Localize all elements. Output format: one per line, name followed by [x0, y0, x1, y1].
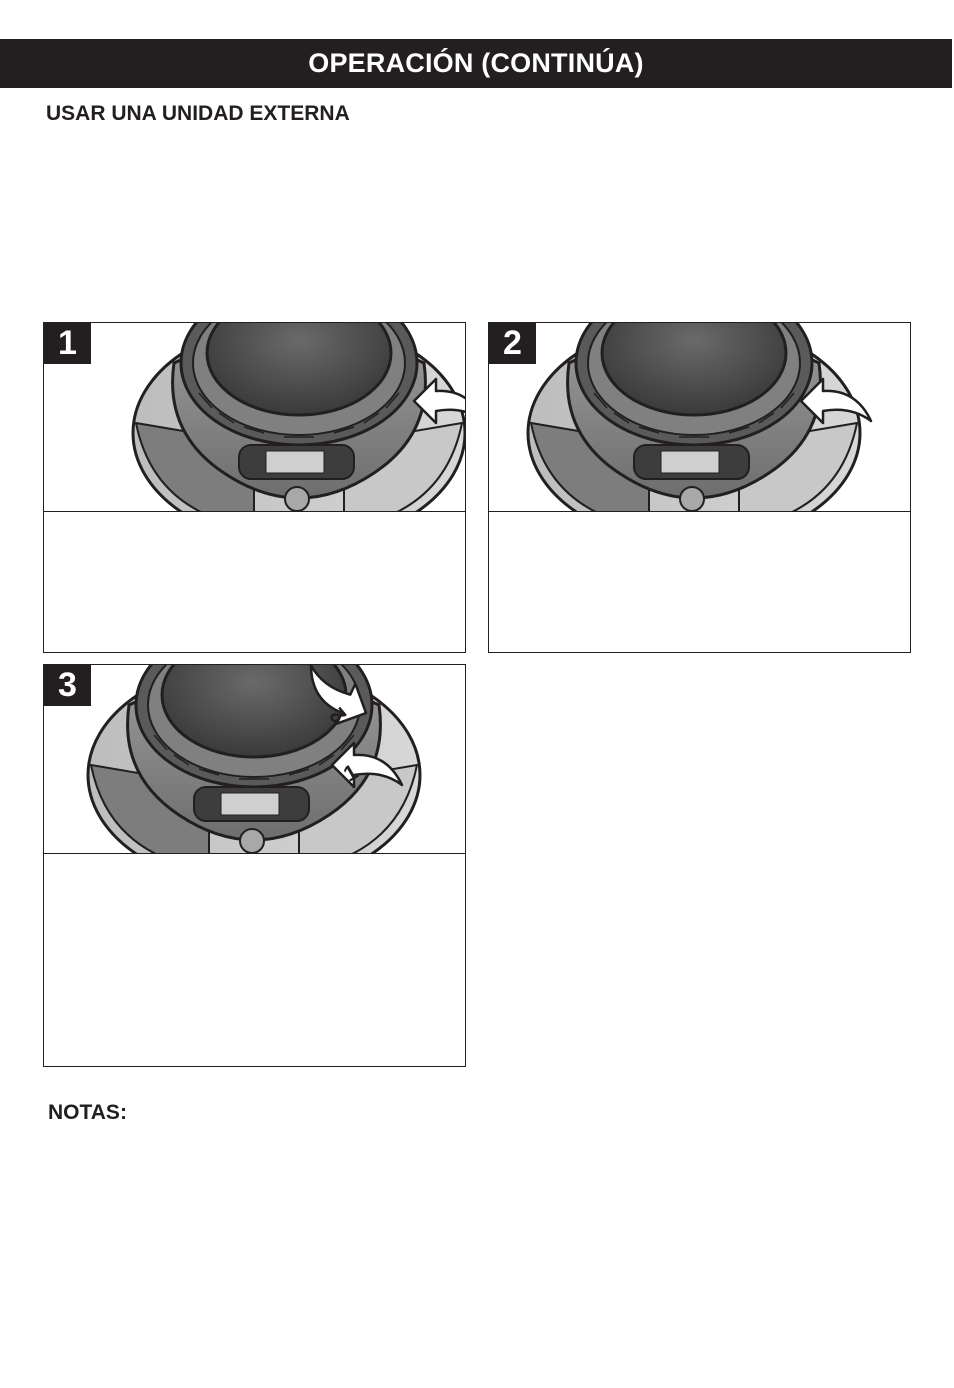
page-title: OPERACIÓN (CONTINÚA) — [308, 48, 644, 78]
step-panel-2: 2 — [488, 322, 911, 653]
boombox-top-illustration — [526, 323, 873, 511]
step-number-badge: 3 — [44, 665, 91, 706]
boombox-top-illustration: 2 1 — [86, 665, 422, 853]
boombox-illustration: 2 1 3 — [44, 665, 465, 854]
step-panel-1: 1 — [43, 322, 466, 653]
page-header: OPERACIÓN (CONTINÚA) — [0, 39, 952, 88]
step-panel-3: 2 1 3 1 2 2 — [43, 664, 466, 1067]
notes-title: NOTAS: — [48, 1101, 127, 1124]
boombox-illustration: 2 — [489, 323, 910, 512]
step-number-badge: 1 — [44, 323, 91, 364]
step-number-badge: 2 — [489, 323, 536, 364]
boombox-top-illustration — [131, 323, 465, 511]
boombox-illustration: 1 — [44, 323, 465, 512]
section-title: USAR UNA UNIDAD EXTERNA — [46, 102, 350, 125]
